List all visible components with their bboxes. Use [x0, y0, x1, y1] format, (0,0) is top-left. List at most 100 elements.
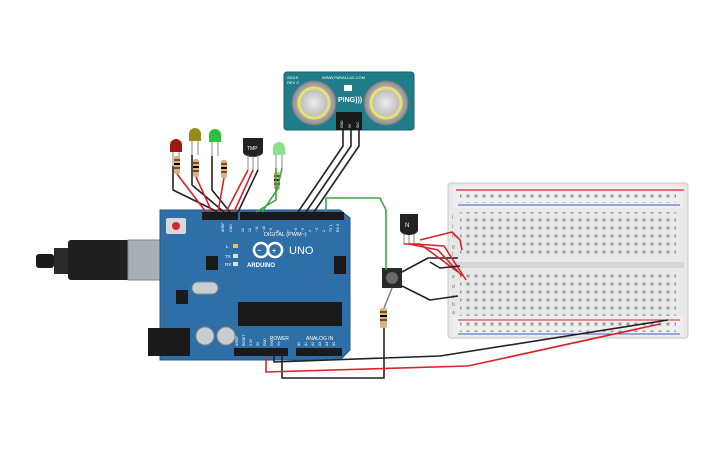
- pin-a5-label: A5: [332, 342, 336, 346]
- row-letter-g: g: [452, 244, 455, 250]
- wire-sensor-5v: [305, 130, 352, 213]
- arduino-logo: – +: [252, 241, 284, 259]
- resistor-yellow-led: [193, 159, 199, 177]
- wire-tmp-ground: [237, 169, 259, 213]
- center-channel: [452, 262, 684, 268]
- row-letter-h: h: [452, 234, 455, 240]
- capacitor-1: [195, 326, 215, 346]
- pin-vin-label: Vin: [277, 341, 281, 346]
- row-letter-a: a: [452, 310, 455, 316]
- wire-red-led-anode: [176, 173, 207, 213]
- power-header: [234, 348, 288, 356]
- tx-label: TX: [225, 254, 231, 259]
- wire-green-led-anode: [217, 177, 225, 213]
- capacitor-2: [216, 326, 236, 346]
- breadboard: j i h g f e d c b a: [447, 182, 689, 339]
- wire-light-green-resistor: [261, 167, 283, 213]
- wire-light-green-led: [255, 168, 277, 213]
- row-letter-d: d: [452, 284, 455, 290]
- pin-3-label: ~3: [315, 228, 319, 232]
- pin-6-label: ~6: [294, 228, 298, 232]
- digital-pwm-label: DIGITAL (PWM~): [264, 232, 307, 238]
- wire-green-led-cathode: [211, 156, 231, 213]
- pin-aref-label: AREF: [221, 222, 225, 232]
- pin-0-label: RX 0: [336, 224, 340, 232]
- pin-13-label: 13: [241, 228, 245, 232]
- wire-sensor-sig: [313, 130, 360, 213]
- pin-8-label: 8: [276, 230, 280, 232]
- wire-gnd-to-rail: [273, 319, 669, 363]
- pin-a2-label: A2: [311, 342, 315, 346]
- sensor-pin-5v: 5V: [348, 123, 352, 128]
- reset-button-cap[interactable]: [172, 222, 180, 230]
- usb-cable: [54, 248, 68, 274]
- resistor-button-pulldown: [380, 308, 387, 328]
- atmega-chip: [238, 302, 342, 326]
- icsp-header: [334, 256, 346, 274]
- wire-transistor-ground: [429, 261, 461, 269]
- pin-reset-label: RESET: [242, 335, 246, 346]
- row-letter-i: i: [452, 224, 453, 230]
- pin-7-label: 7: [287, 230, 291, 232]
- pin-5v-label: 5V: [256, 341, 260, 346]
- usb-plug-housing: [68, 240, 138, 280]
- pin-1-label: TX 1: [329, 224, 333, 232]
- wire-yellow-led-cathode: [191, 155, 225, 213]
- sensor-name: PING))): [338, 97, 362, 104]
- usb-chip: [206, 256, 218, 270]
- wire-red-led-cathode: [172, 166, 219, 213]
- pin-ioref-label: IOREF: [235, 336, 239, 346]
- pin-12-label: 12: [248, 228, 252, 232]
- pin-5-label: ~5: [301, 228, 305, 232]
- arduino-uno-board: – + UNO ARDUINO DIGITAL (PWM~) POWER ANA…: [36, 209, 351, 361]
- svg-text:–: –: [258, 248, 262, 255]
- digital-pin-labels: AREF GND 13 12 ~11 ~10 ~9 8 7 ~6 ~5 4 ~3…: [221, 222, 340, 232]
- wire-tmp-power: [225, 169, 249, 213]
- wire-transistor-3: [413, 243, 467, 281]
- sensor-website: WWW.PARALLAX.COM: [322, 75, 365, 80]
- push-button-cap[interactable]: [386, 272, 398, 284]
- row-letter-b: b: [452, 302, 455, 308]
- pin-gnd2-label: GND: [270, 338, 274, 346]
- ping-ultrasonic-sensor: 28015 REV C WWW.PARALLAX.COM PING))) GND…: [283, 71, 415, 131]
- top-terminal-strip: [460, 212, 676, 256]
- pin-10-label: ~10: [262, 226, 266, 232]
- pin-gnd1-label: GND: [263, 338, 267, 346]
- analog-header: [296, 348, 342, 356]
- l-led: [233, 244, 238, 248]
- sensor-model: 28015: [287, 75, 299, 80]
- wire-5v-to-rail: [265, 323, 661, 373]
- pin-3v3-label: 3.3V: [249, 338, 253, 346]
- wire-button-signal: [325, 197, 387, 270]
- voltage-regulator: [176, 290, 188, 304]
- digital-header-left: [202, 212, 238, 220]
- pin-a3-label: A3: [318, 342, 322, 346]
- pin-gnd-label: GND: [229, 224, 233, 232]
- pin-4-label: 4: [308, 230, 312, 232]
- tmp-sensor: TMP: [243, 138, 263, 170]
- wires: [172, 130, 684, 379]
- wire-button-to-breadboard-2: [401, 285, 459, 301]
- tx-led: [233, 254, 238, 258]
- svg-text:+: +: [272, 248, 276, 255]
- pin-a4-label: A4: [325, 342, 329, 346]
- digital-header: [240, 212, 344, 220]
- power-label: POWER: [270, 336, 289, 342]
- pin-9-label: ~9: [269, 228, 273, 232]
- wire-tmp-signal: [233, 169, 254, 213]
- rx-led: [233, 262, 238, 266]
- transistor-label: N: [405, 223, 409, 229]
- npn-transistor: N: [400, 214, 418, 244]
- led-red: [170, 139, 182, 166]
- rx-label: RX: [225, 262, 231, 267]
- l-led-label: L: [226, 244, 229, 249]
- pin-a1-label: A1: [304, 342, 308, 346]
- bottom-terminal-strip: [460, 272, 676, 316]
- sensor-rev: REV C: [287, 80, 299, 85]
- led-yellow: [189, 128, 201, 155]
- power-pin-labels: IOREF RESET 3.3V 5V GND GND Vin A0 A1 A2…: [235, 335, 336, 346]
- led-green: [209, 129, 221, 156]
- wire-transistor-4: [419, 231, 463, 251]
- analog-in-label: ANALOG IN: [306, 336, 334, 342]
- push-button[interactable]: [382, 268, 402, 288]
